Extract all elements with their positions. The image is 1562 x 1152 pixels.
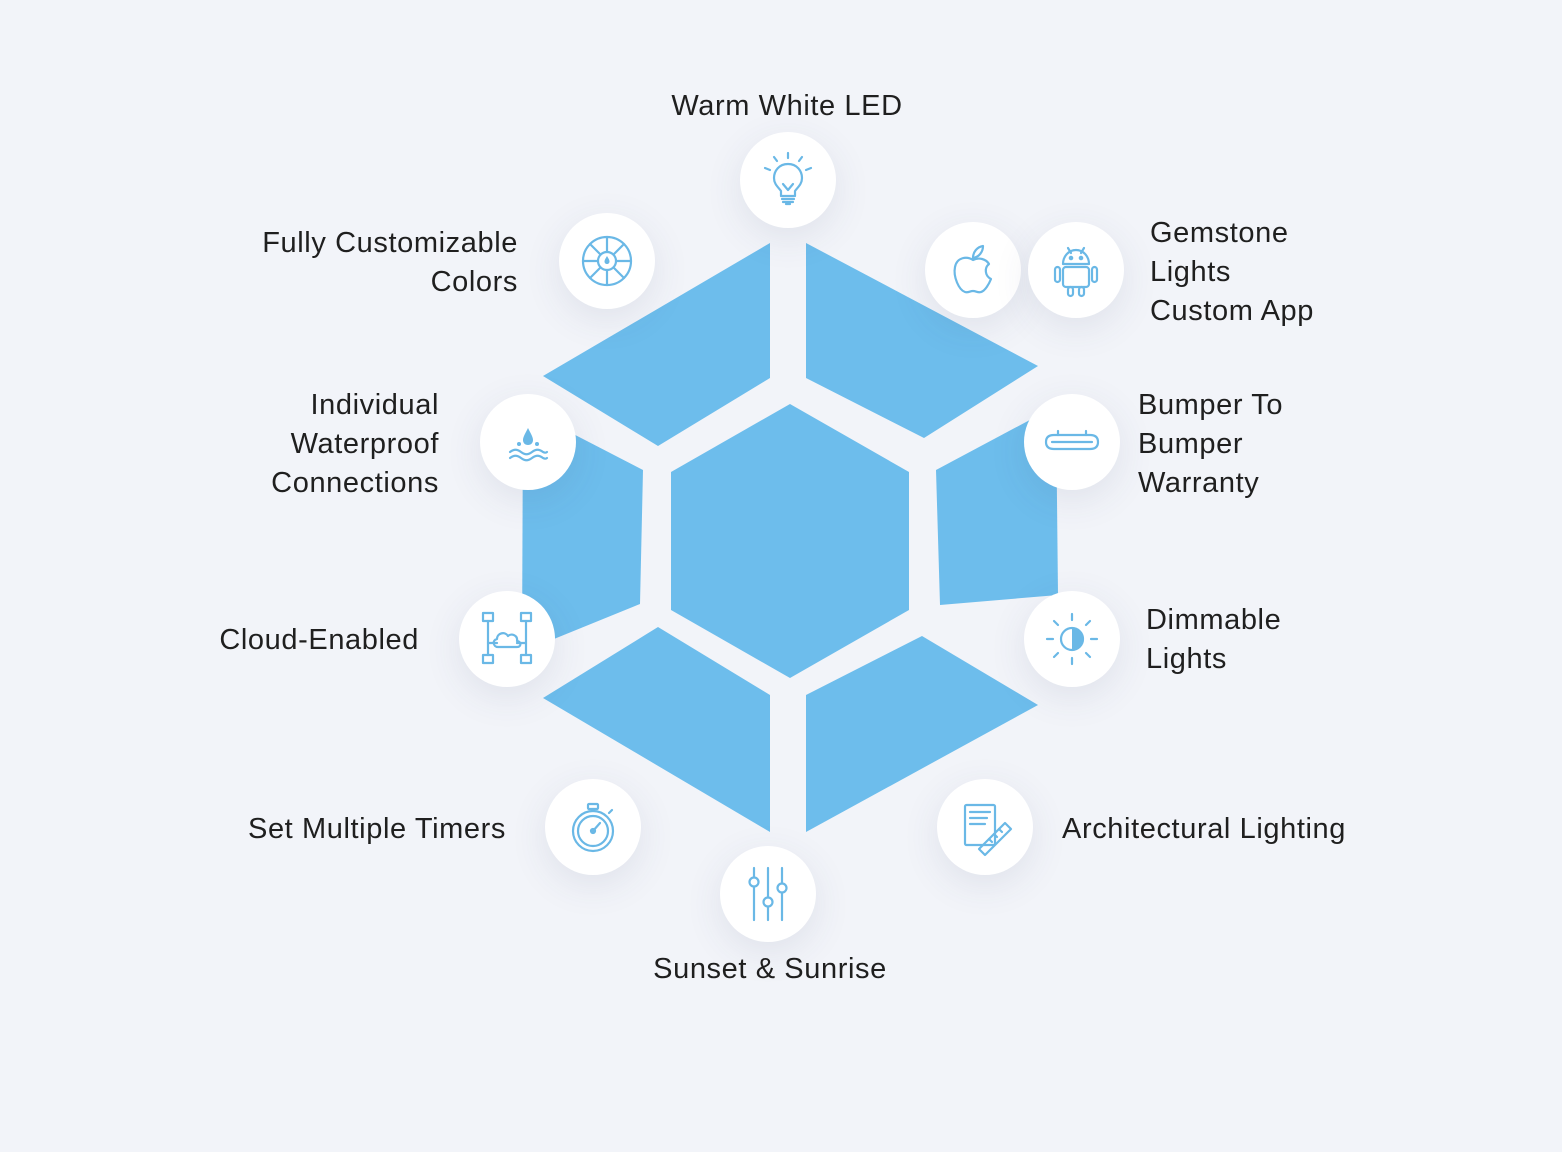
stopwatch-icon <box>571 802 615 853</box>
waterproof-circle <box>480 394 576 490</box>
water-drop-icon <box>508 428 549 462</box>
warranty-circle <box>1024 394 1120 490</box>
cloud-network-icon <box>481 611 533 665</box>
apple-icon <box>953 244 993 294</box>
hexagon-panels <box>522 243 1058 832</box>
panel-bottom-right <box>806 636 1038 832</box>
label-cloud: Cloud-Enabled <box>219 624 419 656</box>
panel-top-right <box>806 243 1038 438</box>
android-icon <box>1053 246 1099 298</box>
panel-bottom-left <box>543 627 770 832</box>
brightness-icon <box>1045 612 1099 666</box>
label-warm-white-led: Warm White LED <box>671 90 903 122</box>
cloud-circle <box>459 591 555 687</box>
label-architectural: Architectural Lighting <box>1062 813 1347 845</box>
warm-white-led-circle <box>740 132 836 228</box>
blueprint-ruler-icon <box>963 803 1013 857</box>
bumper-icon <box>1044 429 1100 451</box>
sliders-icon <box>748 866 788 922</box>
android-circle <box>1028 222 1124 318</box>
label-sunset-sunrise: Sunset & Sunrise <box>653 953 887 985</box>
lightbulb-icon <box>763 151 813 206</box>
label-waterproof: Individual Waterproof Connections <box>271 389 439 499</box>
panel-top-left <box>543 243 770 446</box>
dimmable-circle <box>1024 591 1120 687</box>
architectural-circle <box>937 779 1033 875</box>
center-hexagon-panel <box>671 404 909 678</box>
label-colors: Fully Customizable Colors <box>262 227 518 298</box>
label-timers: Set Multiple Timers <box>248 813 506 845</box>
color-wheel-icon <box>581 235 633 287</box>
label-warranty: Bumper To Bumper Warranty <box>1138 389 1284 499</box>
label-dimmable: Dimmable Lights <box>1146 604 1282 675</box>
colors-circle <box>559 213 655 309</box>
sunset-sunrise-circle <box>720 846 816 942</box>
apple-circle <box>925 222 1021 318</box>
label-custom-app: Gemstone Lights Custom App <box>1150 217 1314 327</box>
timers-circle <box>545 779 641 875</box>
